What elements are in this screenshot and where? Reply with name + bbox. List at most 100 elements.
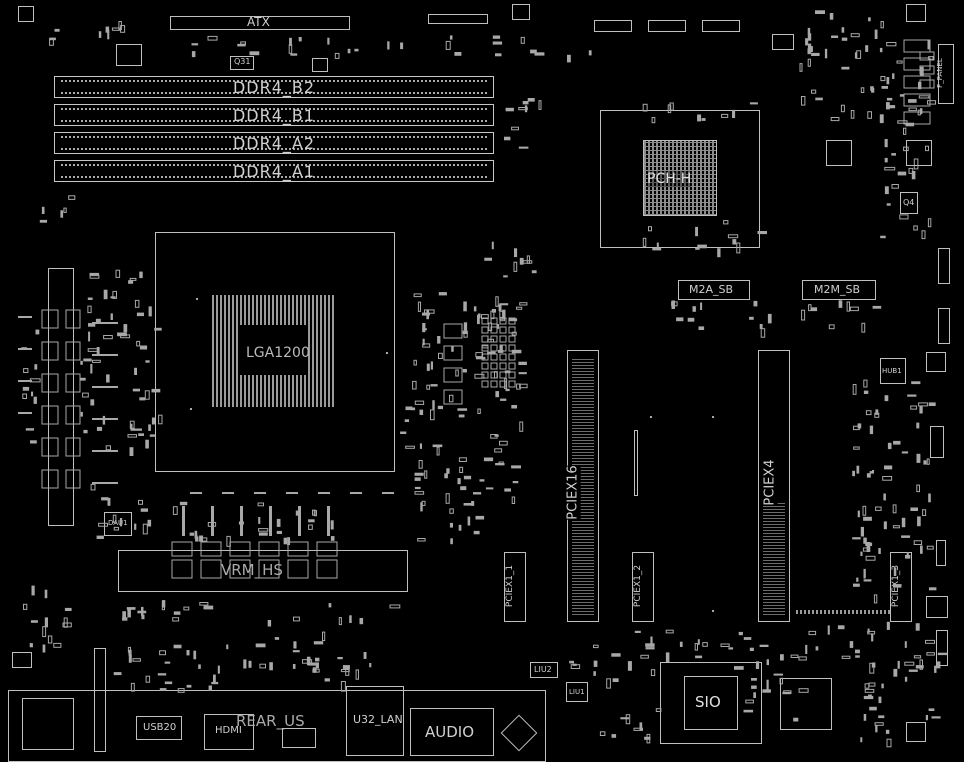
smd-part	[254, 492, 266, 494]
smd-part	[258, 541, 280, 557]
dimm-slot-b2: DDR4_B2	[54, 76, 494, 98]
smd-part	[467, 516, 471, 526]
smd-part	[494, 434, 499, 437]
smd-part	[89, 275, 100, 279]
smd-part	[96, 426, 103, 431]
smd-part	[63, 207, 67, 213]
smd-part	[287, 541, 309, 557]
smd-part	[511, 405, 517, 409]
smd-part	[929, 587, 937, 591]
smd-part	[44, 589, 48, 599]
smd-part	[857, 510, 860, 518]
smd-part	[418, 460, 423, 469]
smd-part	[53, 642, 62, 648]
dau1-label: DAU1	[108, 519, 128, 527]
smd-part	[258, 559, 280, 579]
smd-part	[65, 405, 81, 425]
smd-part	[313, 641, 324, 645]
smd-part	[853, 425, 860, 431]
smd-part	[128, 280, 134, 284]
smd-part	[151, 417, 155, 425]
smd-part	[258, 528, 269, 532]
smd-part	[490, 326, 498, 334]
smd-part	[485, 487, 494, 490]
smd-part	[732, 109, 736, 118]
smd-part	[138, 433, 144, 436]
right-header-d	[936, 540, 946, 566]
hdmi-port: HDMI	[204, 714, 254, 750]
smd-part	[695, 655, 703, 659]
smd-part	[330, 536, 335, 541]
top-chip-b	[312, 58, 328, 72]
smd-part	[508, 371, 516, 379]
smd-part	[926, 652, 935, 656]
pciex4-slot: PCIEX4	[758, 350, 790, 622]
smd-part	[240, 41, 246, 45]
smd-part	[18, 380, 32, 382]
smd-part	[504, 488, 511, 492]
smd-part	[130, 423, 133, 431]
smd-part	[903, 39, 931, 53]
smd-part	[412, 380, 417, 390]
smd-part	[171, 559, 193, 579]
smd-part	[593, 671, 596, 676]
smd-part	[293, 641, 297, 649]
smd-part	[915, 623, 920, 631]
smd-part	[144, 390, 150, 400]
smd-part	[852, 384, 857, 395]
smd-part	[904, 661, 915, 666]
dau1-chip: DAU1	[104, 512, 132, 536]
smd-part	[92, 359, 101, 363]
fan-header-1	[594, 20, 632, 32]
smd-part	[95, 318, 101, 323]
smd-part	[853, 583, 860, 587]
smd-part	[931, 716, 941, 719]
smd-part	[430, 384, 438, 387]
smd-part	[692, 306, 696, 312]
smd-part	[599, 731, 606, 736]
smd-part	[524, 105, 528, 113]
smd-part	[875, 506, 882, 511]
smd-part	[134, 367, 137, 375]
smd-part	[757, 231, 767, 235]
smd-part	[213, 674, 216, 684]
smd-part	[892, 73, 895, 79]
smd-part	[490, 317, 498, 325]
smd-part	[886, 97, 893, 101]
smd-part	[611, 653, 621, 657]
smd-part	[793, 717, 799, 722]
smd-part	[382, 492, 394, 494]
smd-part	[815, 646, 819, 651]
smd-part	[443, 389, 463, 405]
smd-part	[359, 618, 364, 625]
smd-part	[518, 361, 527, 365]
smd-part	[679, 641, 683, 647]
smd-part	[676, 317, 684, 322]
smd-part	[893, 584, 902, 588]
smd-part	[695, 247, 700, 250]
smd-part	[508, 344, 516, 352]
dimm-slot-b1: DDR4_B1	[54, 104, 494, 126]
smd-part	[928, 402, 936, 406]
smd-part	[504, 378, 508, 390]
right-chip-a	[826, 140, 852, 166]
smd-part	[499, 326, 507, 334]
smd-part	[773, 673, 783, 676]
hub1-label: HUB1	[882, 367, 902, 375]
smd-part	[505, 107, 514, 112]
smd-part	[865, 45, 869, 52]
smd-part	[463, 475, 472, 480]
smd-part	[495, 53, 502, 57]
right-chip-b	[906, 140, 932, 166]
smd-part	[455, 369, 459, 377]
smd-part	[414, 486, 421, 490]
smd-part	[869, 471, 874, 474]
smd-part	[414, 472, 424, 476]
smd-part	[518, 107, 528, 111]
smd-part	[779, 677, 783, 685]
smd-part	[860, 551, 863, 556]
smd-part	[620, 717, 629, 720]
smd-part	[856, 50, 862, 59]
smd-part	[837, 625, 845, 630]
smd-part	[916, 453, 921, 463]
